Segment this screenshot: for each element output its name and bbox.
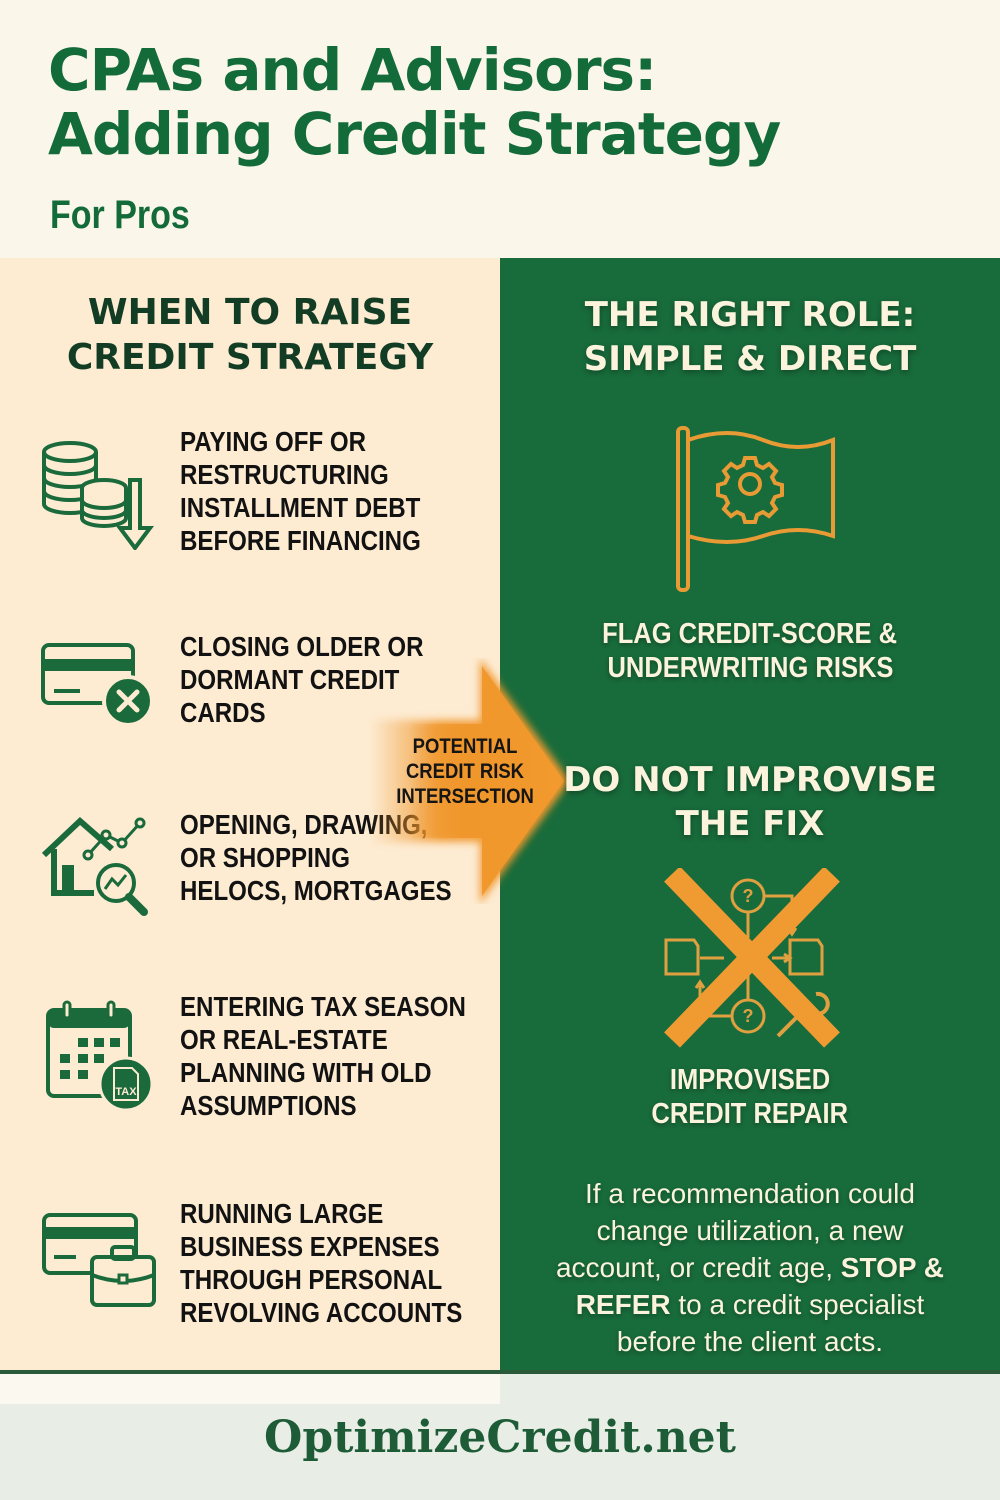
body-text: to a credit specialist before the client… [616, 1289, 925, 1357]
heading-line: WHEN TO RAISE [87, 292, 413, 333]
caption-line: CREDIT REPAIR [651, 1098, 849, 1130]
caption-line: FLAG CREDIT-SCORE & [602, 618, 898, 650]
footer-brand: OptimizeCredit.net [263, 1412, 736, 1463]
page-title: CPAs and Advisors: Adding Credit Strateg… [48, 36, 781, 168]
coins-down-arrow-icon [42, 441, 154, 550]
right-section-heading: THE RIGHT ROLE: SIMPLE & DIRECT [500, 293, 1000, 381]
page-subtitle: For Pros [50, 193, 190, 237]
title-line-1: CPAs and Advisors: [48, 36, 657, 104]
header: CPAs and Advisors: Adding Credit Strateg… [0, 0, 1000, 258]
flag-gear-icon [676, 426, 835, 592]
item-label: RUNNING LARGE BUSINESS EXPENSES THROUGH … [180, 1198, 463, 1328]
heading-line: CREDIT STRATEGY [66, 337, 434, 378]
heading-line: THE RIGHT ROLE: [584, 295, 916, 335]
item-label: PAYING OFF OR RESTRUCTURING INSTALLMENT … [180, 426, 421, 556]
credit-card-x-icon [41, 643, 154, 727]
caption-line: UNDERWRITING RISKS [607, 652, 893, 684]
arrow-label-line: INTERSECTION [396, 785, 534, 808]
repair-caption: IMPROVISED CREDIT REPAIR [500, 1063, 1000, 1131]
divider [0, 1370, 1000, 1374]
svg-text:TAX: TAX [115, 1086, 137, 1098]
body-text: If a recommendation could change utiliza… [555, 1178, 915, 1283]
warning-heading: DO NOT IMPROVISE THE FIX [500, 758, 1000, 846]
credit-card-briefcase-icon [42, 1213, 156, 1307]
heading-line: DO NOT IMPROVISE [563, 760, 937, 800]
item-label: OPENING, DRAWING, OR SHOPPING HELOCS, MO… [180, 809, 452, 906]
flag-caption: FLAG CREDIT-SCORE & UNDERWRITING RISKS [500, 617, 1000, 685]
crossed-out-repair-flow-icon: ? ? [664, 868, 840, 1048]
right-panel [500, 258, 1000, 1373]
arrow-label: POTENTIAL CREDIT RISK INTERSECTION [390, 734, 540, 809]
svg-text:?: ? [743, 886, 754, 906]
heading-line: THE FIX [675, 804, 825, 844]
caption-line: IMPROVISED [669, 1064, 831, 1096]
arrow-label-line: POTENTIAL [412, 735, 518, 758]
footer-strip [0, 1374, 500, 1404]
title-line-2: Adding Credit Strategy [48, 100, 781, 168]
footer-strip [500, 1374, 1000, 1404]
right-arrow-icon [370, 658, 570, 904]
house-chart-magnifier-icon [41, 816, 148, 916]
item-label: CLOSING OLDER OR DORMANT CREDIT CARDS [180, 631, 424, 728]
left-section-heading: WHEN TO RAISE CREDIT STRATEGY [0, 290, 500, 380]
body-emphasis: STOP & REFER [575, 1252, 945, 1320]
svg-text:?: ? [743, 1006, 754, 1026]
referral-guidance: If a recommendation could change utiliza… [540, 1175, 960, 1360]
item-label: ENTERING TAX SEASON OR REAL-ESTATE PLANN… [180, 991, 466, 1121]
calendar-tax-icon: TAX [46, 1000, 154, 1112]
heading-line: SIMPLE & DIRECT [583, 339, 917, 379]
footer [0, 1404, 1000, 1500]
arrow-label-line: CREDIT RISK [405, 760, 525, 783]
